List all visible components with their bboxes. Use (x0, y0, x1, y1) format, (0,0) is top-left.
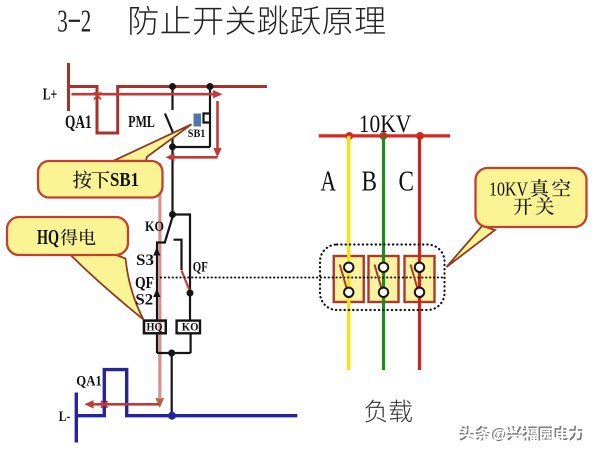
svg-text:HQ: HQ (147, 322, 163, 334)
svg-text:@: @ (491, 426, 506, 443)
svg-text:2: 2 (81, 2, 92, 38)
svg-text:10KV: 10KV (489, 179, 528, 201)
svg-text:HQ: HQ (37, 225, 59, 249)
svg-text:KO: KO (145, 219, 164, 235)
svg-text:A: A (321, 167, 337, 198)
svg-text:QF: QF (135, 273, 154, 292)
svg-text:C: C (399, 167, 415, 198)
svg-text:SB1: SB1 (188, 126, 206, 140)
svg-text:QF: QF (193, 260, 208, 276)
svg-text:S2: S2 (135, 292, 153, 309)
svg-text:L-: L- (59, 409, 71, 425)
svg-text:3: 3 (57, 2, 68, 38)
svg-text:@: @ (493, 428, 508, 445)
svg-text:KO: KO (182, 322, 199, 334)
svg-text:SB1: SB1 (110, 169, 139, 191)
svg-text:L+: L+ (43, 84, 58, 103)
svg-text:PML: PML (128, 112, 155, 131)
svg-text:S3: S3 (136, 252, 154, 269)
svg-text:QA1: QA1 (65, 112, 92, 133)
svg-text:B: B (362, 167, 378, 198)
svg-text:10KV: 10KV (359, 110, 412, 138)
svg-text:QA1: QA1 (76, 373, 102, 389)
